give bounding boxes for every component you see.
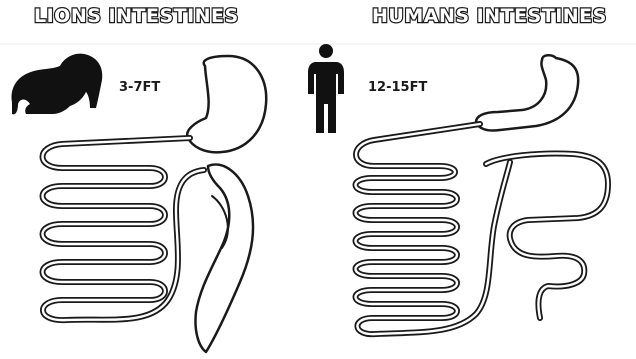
human-intestine-drawing xyxy=(356,55,609,334)
human-small-intestine xyxy=(356,124,511,334)
human-silhouette-icon xyxy=(308,44,344,133)
lion-stomach xyxy=(187,56,266,152)
lion-silhouette-icon xyxy=(12,54,103,115)
lion-large-intestine xyxy=(195,164,253,352)
lion-large-intestine-fold xyxy=(212,196,228,248)
human-stomach xyxy=(476,55,578,130)
lion-small-intestine xyxy=(43,138,205,320)
